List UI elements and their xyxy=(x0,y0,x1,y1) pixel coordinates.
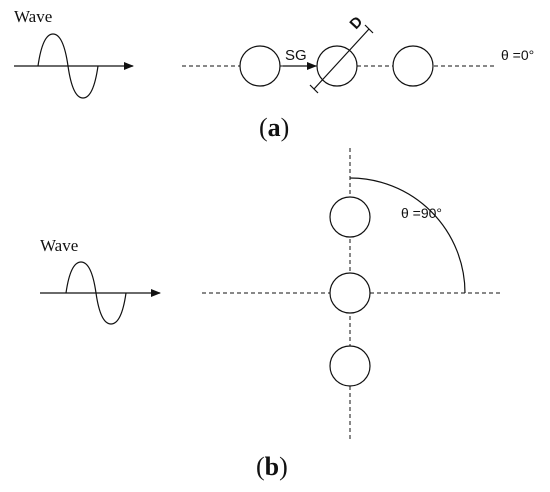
diameter-tick-lower xyxy=(309,84,319,94)
panel-b: Wave θ =90° (b) xyxy=(40,148,500,481)
cylinder-center-a xyxy=(316,45,358,87)
caption-b: (b) xyxy=(256,452,288,481)
gap-label-sg: SG xyxy=(285,47,307,64)
panel-a: Wave SG D θ =0° (a) xyxy=(14,7,534,142)
angle-label-b: θ =90° xyxy=(401,205,442,221)
cylinder-top-b xyxy=(329,196,371,238)
diameter-tick-upper xyxy=(364,24,374,34)
wave-label-a: Wave xyxy=(14,7,52,26)
wave-label-b: Wave xyxy=(40,236,78,255)
cylinder-right-a xyxy=(392,45,434,87)
cylinder-left-a xyxy=(239,45,281,87)
caption-a: (a) xyxy=(259,113,289,142)
wave-sine-curve-a xyxy=(37,33,99,99)
diameter-label-d: D xyxy=(346,13,366,33)
angle-arc-b xyxy=(349,177,466,294)
diameter-line xyxy=(313,28,370,90)
cylinder-bottom-b xyxy=(329,345,371,387)
wave-sine-curve-b xyxy=(65,261,127,325)
angle-label-a: θ =0° xyxy=(501,47,534,63)
cylinder-center-b xyxy=(329,272,371,314)
